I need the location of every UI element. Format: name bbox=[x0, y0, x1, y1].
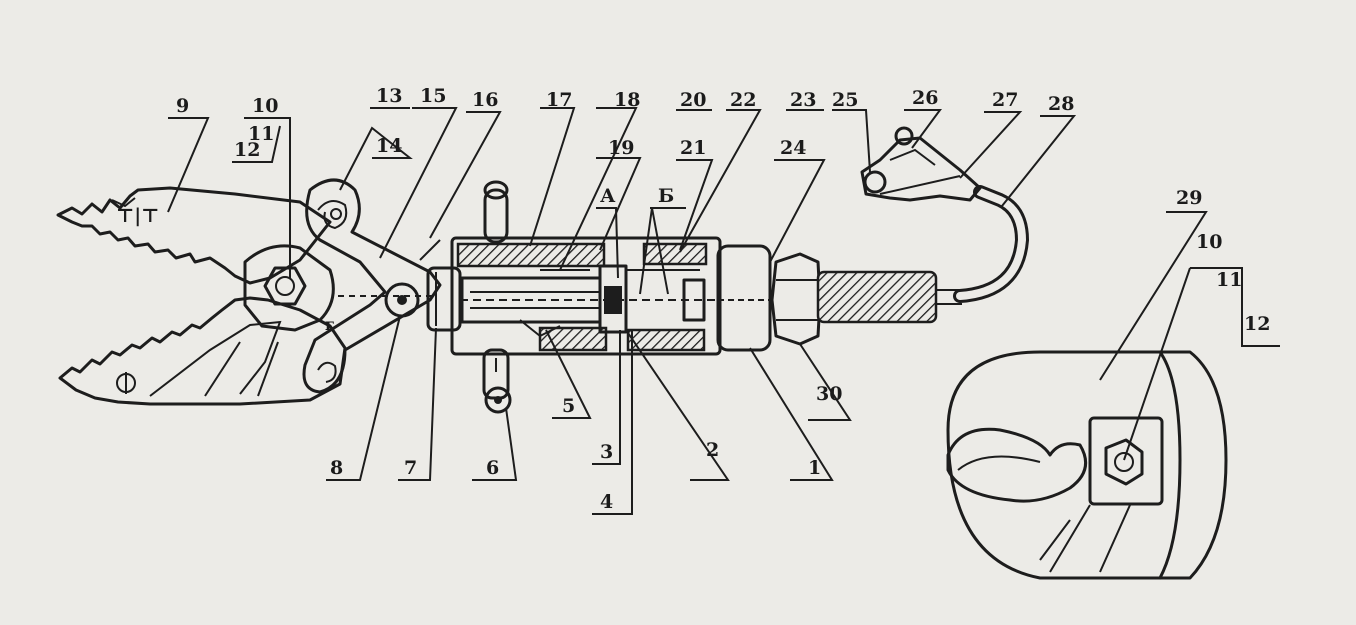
callout-labels: 9 10 11 12 13 14 15 16 17 18 19 А 20 21 … bbox=[176, 85, 1270, 513]
leader-lines bbox=[167, 107, 1280, 515]
label-27: 27 bbox=[992, 89, 1018, 111]
hand-grip bbox=[816, 270, 962, 324]
label-8: 8 bbox=[330, 457, 343, 479]
label-13: 13 bbox=[376, 85, 402, 107]
label-10: 10 bbox=[252, 95, 278, 117]
detail-label-10: 10 bbox=[1196, 231, 1222, 253]
side-handle-top bbox=[483, 180, 509, 244]
pivot-plate bbox=[243, 244, 335, 332]
label-11: 11 bbox=[248, 123, 274, 145]
hose bbox=[953, 185, 1030, 303]
label-24: 24 bbox=[780, 137, 806, 159]
detail-view bbox=[946, 350, 1228, 580]
cylinder bbox=[450, 236, 722, 356]
lever-mark: г bbox=[325, 315, 335, 334]
upper-jaw: ⊤|⊤ bbox=[56, 186, 332, 285]
label-7: 7 bbox=[404, 457, 417, 479]
label-3: 3 bbox=[600, 441, 613, 463]
upper-jaw-mark: ⊤|⊤ bbox=[116, 205, 159, 227]
end-cap bbox=[716, 244, 772, 352]
label-19: 19 bbox=[608, 137, 634, 159]
label-23: 23 bbox=[790, 89, 816, 111]
label-22: 22 bbox=[730, 89, 756, 111]
label-15: 15 bbox=[420, 85, 446, 107]
label-20: 20 bbox=[680, 89, 706, 111]
link-pin bbox=[384, 282, 420, 318]
label-17: 17 bbox=[546, 89, 572, 111]
side-handle-bottom bbox=[482, 348, 512, 414]
nut-30 bbox=[770, 252, 822, 346]
label-9: 9 bbox=[176, 95, 189, 117]
axis-dashes bbox=[338, 239, 441, 297]
label-25: 25 bbox=[832, 89, 858, 111]
label-5: 5 bbox=[562, 395, 575, 417]
label-16: 16 bbox=[472, 89, 498, 111]
label-12: 12 bbox=[234, 139, 260, 161]
label-26: 26 bbox=[912, 87, 938, 109]
label-1: 1 bbox=[808, 457, 821, 479]
label-A: А bbox=[600, 185, 616, 207]
hose-coupling bbox=[860, 126, 982, 202]
label-14: 14 bbox=[376, 135, 402, 157]
link-lever: г bbox=[302, 178, 442, 394]
label-6: 6 bbox=[486, 457, 499, 479]
label-18: 18 bbox=[614, 89, 640, 111]
label-B: Б bbox=[658, 185, 674, 207]
label-21: 21 bbox=[680, 137, 706, 159]
label-30: 30 bbox=[816, 383, 842, 405]
label-29: 29 bbox=[1176, 187, 1202, 209]
label-2: 2 bbox=[706, 439, 719, 461]
detail-label-11: 11 bbox=[1216, 269, 1242, 291]
lower-jaw bbox=[58, 296, 347, 406]
label-4: 4 bbox=[600, 491, 613, 513]
label-28: 28 bbox=[1048, 93, 1074, 115]
detail-label-12: 12 bbox=[1244, 313, 1270, 335]
